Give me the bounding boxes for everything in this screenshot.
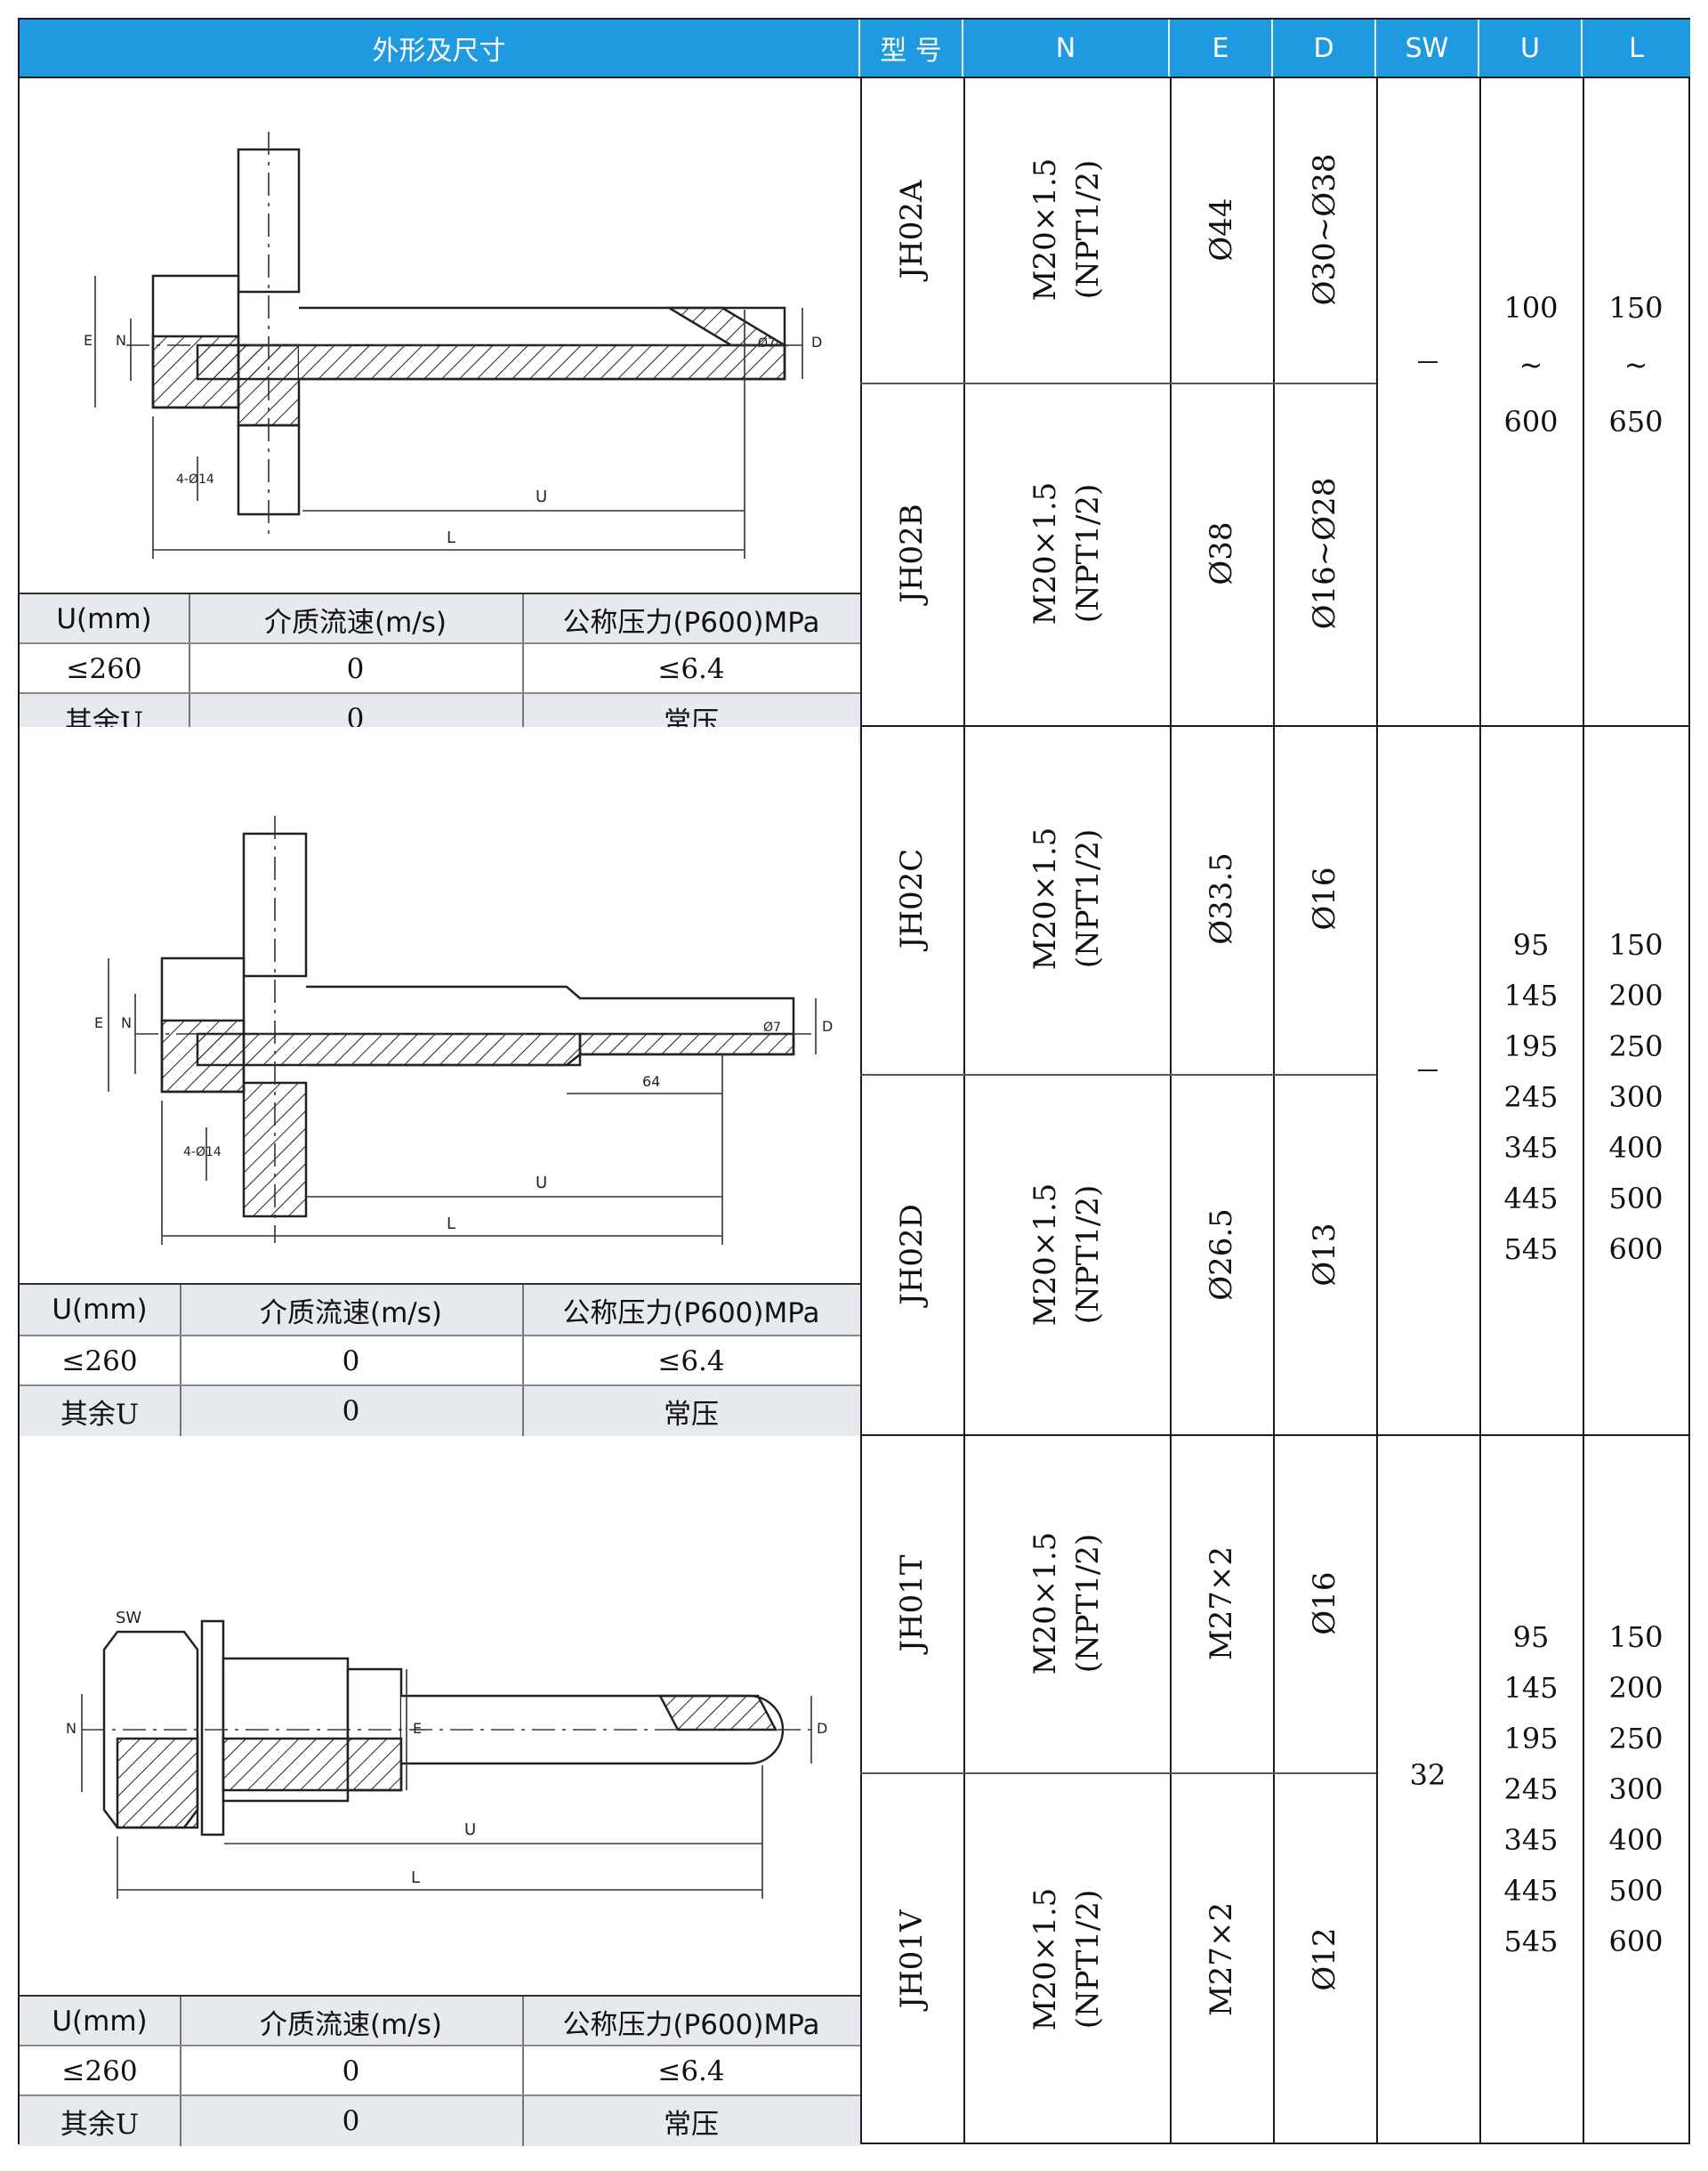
dim-d: Ø30~Ø38 (1307, 153, 1342, 306)
dim-e: M27×2 (1204, 1546, 1239, 1661)
condition-header-row: U(mm) 介质流速(m/s) 公称压力(P600)MPa (20, 594, 860, 644)
header-shape: 外形及尺寸 (20, 20, 860, 77)
dim-e-label: E (94, 1014, 103, 1031)
header-e: E (1170, 20, 1273, 77)
dim-e: Ø33.5 (1204, 852, 1239, 945)
dim-d-label: D (811, 334, 822, 351)
header-sw: SW (1376, 20, 1479, 77)
dim-e-label: E (84, 332, 93, 349)
dim-d: Ø12 (1307, 1927, 1342, 1991)
dim-n-label: N (121, 1014, 132, 1031)
grid-line (1479, 77, 1481, 2144)
condition-table: U(mm) 介质流速(m/s) 公称压力(P600)MPa ≤260 0 ≤6.… (20, 1283, 860, 1436)
grid-line (1583, 77, 1584, 2144)
condition-header-row: U(mm) 介质流速(m/s) 公称压力(P600)MPa (20, 1285, 860, 1336)
dim-l-label: L (447, 529, 455, 547)
grid-line (860, 1074, 1376, 1076)
header-n: N (963, 20, 1170, 77)
dim-bore-label: Ø7 (758, 336, 776, 351)
thread-n: M20×1.5(NPT1/2) (1027, 1182, 1106, 1327)
header-u: U (1479, 20, 1583, 77)
condition-row: 其余U 0 常压 (20, 2096, 860, 2146)
dim-d-label: D (817, 1720, 827, 1737)
dim-u-label: U (536, 488, 547, 506)
condition-row: ≤260 0 ≤6.4 (20, 1336, 860, 1386)
condition-header-row: U(mm) 介质流速(m/s) 公称压力(P600)MPa (20, 1997, 860, 2046)
header-model: 型 号 (860, 20, 963, 77)
sw-dash (1418, 361, 1438, 363)
condition-row: ≤260 0 ≤6.4 (20, 644, 860, 694)
condition-table: U(mm) 介质流速(m/s) 公称压力(P600)MPa ≤260 0 ≤6.… (20, 1995, 860, 2146)
model-name: JH02C (894, 848, 930, 949)
model-name: JH01V (894, 1909, 930, 2009)
grid-line (20, 77, 1690, 78)
dim-holes-label: 4-Ø14 (176, 472, 214, 487)
condition-table: U(mm) 介质流速(m/s) 公称压力(P600)MPa ≤260 0 ≤6.… (20, 593, 860, 744)
spec-sheet: 外形及尺寸 型 号 N E D SW U L JH02A M20×1.5(NPT… (18, 18, 1690, 2146)
thread-n: M20×1.5(NPT1/2) (1027, 1887, 1106, 2031)
dim-n-label: N (116, 332, 126, 349)
dim-bore-label: Ø7 (763, 1021, 781, 1035)
dim-64-label: 64 (642, 1073, 660, 1090)
header-d: D (1273, 20, 1376, 77)
drawing-threaded-thermowell: U L SW N E D (20, 1436, 858, 1995)
model-name: JH02A (894, 180, 930, 279)
condition-row: 其余U 0 常压 (20, 1386, 860, 1436)
u-range: 100~600 (1503, 291, 1559, 439)
dim-e: Ø38 (1204, 521, 1239, 585)
l-range: 150~650 (1608, 291, 1664, 439)
dim-d: Ø16 (1307, 867, 1342, 931)
sw-value: 32 (1409, 1758, 1446, 1792)
grid-line (860, 1772, 1376, 1774)
grid-line (860, 383, 1376, 384)
model-name: JH01T (894, 1554, 930, 1652)
dim-d: Ø16~Ø28 (1307, 477, 1342, 630)
dim-u-label: U (464, 1820, 476, 1839)
dim-l-label: L (411, 1868, 420, 1887)
condition-row: ≤260 0 ≤6.4 (20, 2046, 860, 2096)
dim-u-label: U (536, 1174, 547, 1192)
dim-l-label: L (447, 1215, 455, 1233)
dim-sw-label: SW (116, 1609, 141, 1627)
sw-dash (1418, 1069, 1438, 1071)
dim-d: Ø16 (1307, 1571, 1342, 1635)
dim-e-label: E (413, 1720, 422, 1737)
dim-d: Ø13 (1307, 1223, 1342, 1287)
drawing-flanged-thermowell: U L E N D Ø7 4-Ø14 (20, 78, 858, 593)
thread-n: M20×1.5(NPT1/2) (1027, 157, 1106, 302)
dim-n-label: N (66, 1720, 77, 1737)
dim-e: Ø44 (1204, 198, 1239, 262)
grid-line (963, 77, 965, 2144)
model-name: JH02B (894, 504, 930, 603)
thread-n: M20×1.5(NPT1/2) (1027, 1531, 1106, 1675)
thread-n: M20×1.5(NPT1/2) (1027, 827, 1106, 971)
drawing-stepped-thermowell: U L 64 E N D Ø7 4-Ø14 (20, 727, 858, 1283)
grid-line (1273, 77, 1275, 2144)
dim-e: M27×2 (1204, 1901, 1239, 2017)
dim-d-label: D (822, 1018, 833, 1035)
header-l: L (1583, 20, 1690, 77)
thread-n: M20×1.5(NPT1/2) (1027, 481, 1106, 625)
grid-line (860, 77, 862, 2144)
grid-line (1170, 77, 1172, 2144)
grid-line (1376, 77, 1378, 2144)
model-name: JH02D (894, 1204, 930, 1305)
dim-e: Ø26.5 (1204, 1208, 1239, 1301)
dim-holes-label: 4-Ø14 (183, 1145, 222, 1159)
